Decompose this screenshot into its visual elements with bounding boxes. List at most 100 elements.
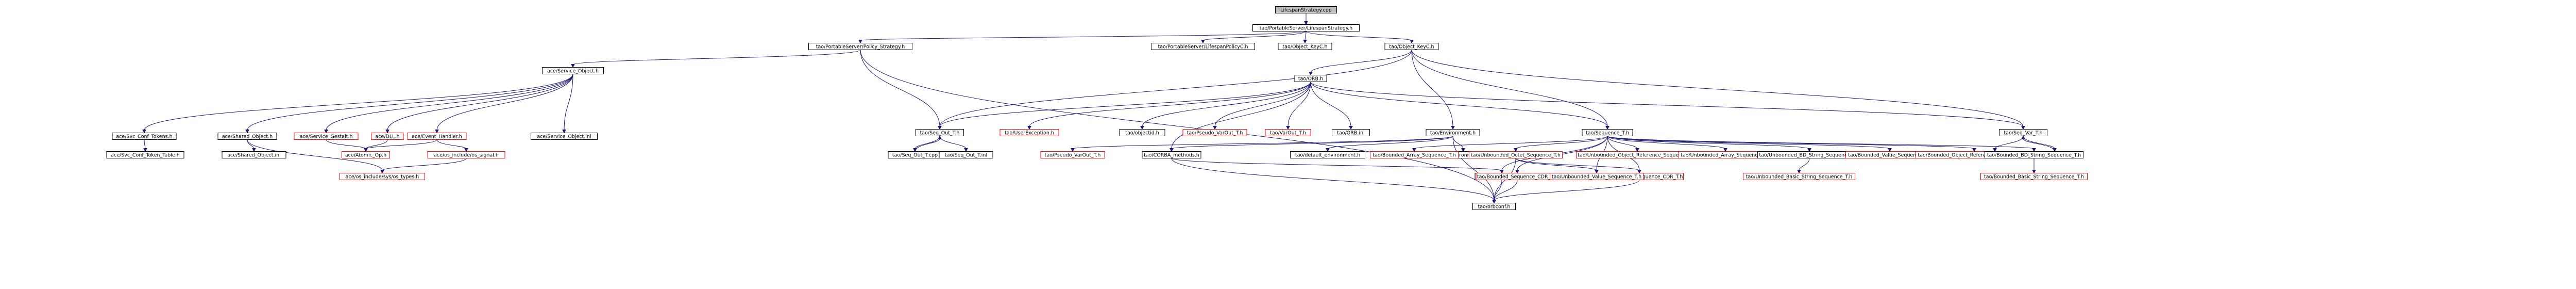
arrow-head [435,130,439,134]
dependency-edge [436,139,467,149]
node-tao-env[interactable]: tao/Environment.h [1426,129,1480,136]
node-label: tao/Seq_Out_T.h [920,131,960,136]
node-box [1040,151,1105,158]
dependency-edge [2023,138,2055,152]
node-ace-so[interactable]: ace/Service_Object.h [542,67,604,74]
node-tao-seqout-inl[interactable]: tao/Seq_Out_T.inl [939,151,993,158]
dependency-edge [1515,158,1640,171]
node-label: tao/default_environment.h [1295,153,1360,158]
node-tao-seqout-cpp[interactable]: tao/Seq_Out_T.cpp [888,151,942,158]
node-tao-okch[interactable]: tao/Object_KeyC.h [1278,43,1332,50]
arrow-head [2032,170,2036,174]
node-ace-evh[interactable]: ace/Event_Handler.h [407,133,467,140]
arrow-head [2021,126,2025,130]
node-tao-orb[interactable]: tao/ORB.h [1294,75,1327,82]
dependency-edge [1310,82,2024,127]
node-ace-ostypes[interactable]: ace/os_include/sys/os_types.h [340,173,425,180]
node-label: ace/Shared_Object.h [222,134,273,140]
node-tao-pslsh[interactable]: tao/PortableServer/LifespanStrategy.h [1252,24,1360,31]
dependency-edge [1799,158,1810,171]
node-ace-dll[interactable]: ace/DLL.h [371,133,404,140]
node-label: tao/Bounded_BD_String_Sequence_T.h [1987,153,2081,158]
node-tao-varout[interactable]: tao/VarOut_T.h [1265,129,1311,136]
node-ace-sharedobj[interactable]: ace/Shared_Object.h [217,133,277,140]
node-label: tao/PortableServer/LifespanStrategy.h [1260,26,1352,31]
node-tao-userexc[interactable]: tao/UserException.h [999,129,1059,136]
dependency-edge [1607,136,1638,149]
dependency-edge [1607,136,1726,149]
node-box [217,133,277,140]
node-tao-uval[interactable]: tao/Unbounded_Value_Sequence_T.h [1550,173,1643,180]
dependency-edge [1411,50,1453,127]
node-tao-barr[interactable]: tao/Bounded_Array_Sequence_T.h [1370,151,1459,158]
dependency-edge [1607,136,1810,149]
arrow-head [1027,126,1031,130]
node-label: tao/Unbounded_Array_Sequence_T.h [1681,153,1770,158]
node-box [1582,129,1633,136]
arrow-head [938,126,942,130]
arrow-head [1605,126,1609,130]
node-tao-seqvar[interactable]: tao/Seq_Var_T.h [1999,129,2047,136]
node-tao-uoct[interactable]: tao/Unbounded_Octet_Sequence_T.h [1469,151,1563,158]
node-ace-sctt[interactable]: ace/Svc_Conf_Token_Table.h [106,151,184,158]
node-box [1980,173,2088,180]
node-ace-ossig[interactable]: ace/os_include/os_signal.h [427,151,505,158]
arrow-head [1993,148,1997,152]
node-label: LifespanStrategy.cpp [1280,8,1332,13]
arrow-head [380,170,384,174]
node-tao-orbinl[interactable]: tao/ORB.inl [1332,129,1370,136]
dependency-edge [144,139,146,149]
arrow-head [1349,126,1353,130]
node-box [1294,75,1327,82]
node-ace-sct[interactable]: ace/Svc_Conf_Tokens.h [112,133,177,140]
node-tao-bcdr[interactable]: tao/Bounded_Sequence_CDR_T.h [1476,173,1559,180]
dependency-edge [939,82,1311,127]
node-ace-soinl[interactable]: ace/Service_Object.inl [531,133,598,140]
node-box [999,129,1059,136]
node-tao-lspch[interactable]: tao/PortableServer/LifespanPolicyC.h [1151,43,1255,50]
node-box [1472,203,1516,210]
arrow-head [1807,148,1811,152]
node-box [542,67,604,74]
node-label: ace/Service_Gestalt.h [299,134,352,140]
dependency-edge [1494,180,1640,201]
node-label: tao/Bounded_Value_Sequence_T.h [1848,153,1931,158]
dependency-edge [1607,136,1890,149]
node-tao-pseudo[interactable]: tao/Pseudo_VarOut_T.h [1040,151,1105,158]
node-label: tao/Seq_Out_T.inl [945,153,987,158]
node-box [1743,173,1855,180]
arrow-head [143,148,147,152]
node-ace-atomic[interactable]: ace/Atomic_Op.h [342,151,390,158]
node-tao-bbd[interactable]: tao/Bounded_BD_String_Sequence_T.h [1985,151,2083,158]
node-tao-okc2[interactable]: tao/Object_KeyC.h [1384,43,1439,50]
node-ace-gestalt[interactable]: ace/Service_Gestalt.h [294,133,359,140]
node-tao-ubasic[interactable]: tao/Unbounded_Basic_String_Sequence_T.h [1743,173,1855,180]
node-label: tao/Unbounded_Basic_String_Sequence_T.h [1746,174,1852,180]
node-box [1370,151,1459,158]
arrow-head [1451,126,1455,130]
node-tao-versioned[interactable]: tao/orbconf.h [1472,203,1516,210]
node-label: tao/objectid.h [1125,131,1159,136]
node-box [407,133,467,140]
dependency-edge [860,50,940,127]
node-tao-corba[interactable]: tao/CORBA_methods.h [1142,151,1201,158]
dependency-edge [1607,136,1975,149]
node-root: LifespanStrategy.cpp [1275,6,1337,13]
arrow-head [364,148,368,152]
node-tao-defenv[interactable]: tao/default_environment.h [1290,151,1365,158]
node-ace-shinl[interactable]: ace/Shared_Object.inl [222,151,286,158]
node-label: tao/UserException.h [1005,131,1054,136]
node-tao-seqout[interactable]: tao/Seq_Out_T.h [916,129,964,136]
node-label: tao/orbconf.h [1478,204,1510,210]
node-tao-pspsh[interactable]: tao/PortableServer/Policy_Strategy.h [808,43,912,50]
dependency-edge [326,74,573,131]
node-tao-seq[interactable]: tao/Sequence_T.h [1582,129,1633,136]
node-tao-objectid[interactable]: tao/objectid.h [1119,129,1165,136]
dependency-edge [1411,50,1608,127]
node-tao-bbasic[interactable]: tao/Bounded_Basic_String_Sequence_T.h [1980,173,2088,180]
arrow-head [858,40,862,44]
arrow-head [1412,148,1416,152]
node-tao-cmdline[interactable]: tao/Pseudo_VarOut_T.h [1182,129,1247,136]
node-box [1151,43,1255,50]
dependency-edge [1607,136,2035,149]
